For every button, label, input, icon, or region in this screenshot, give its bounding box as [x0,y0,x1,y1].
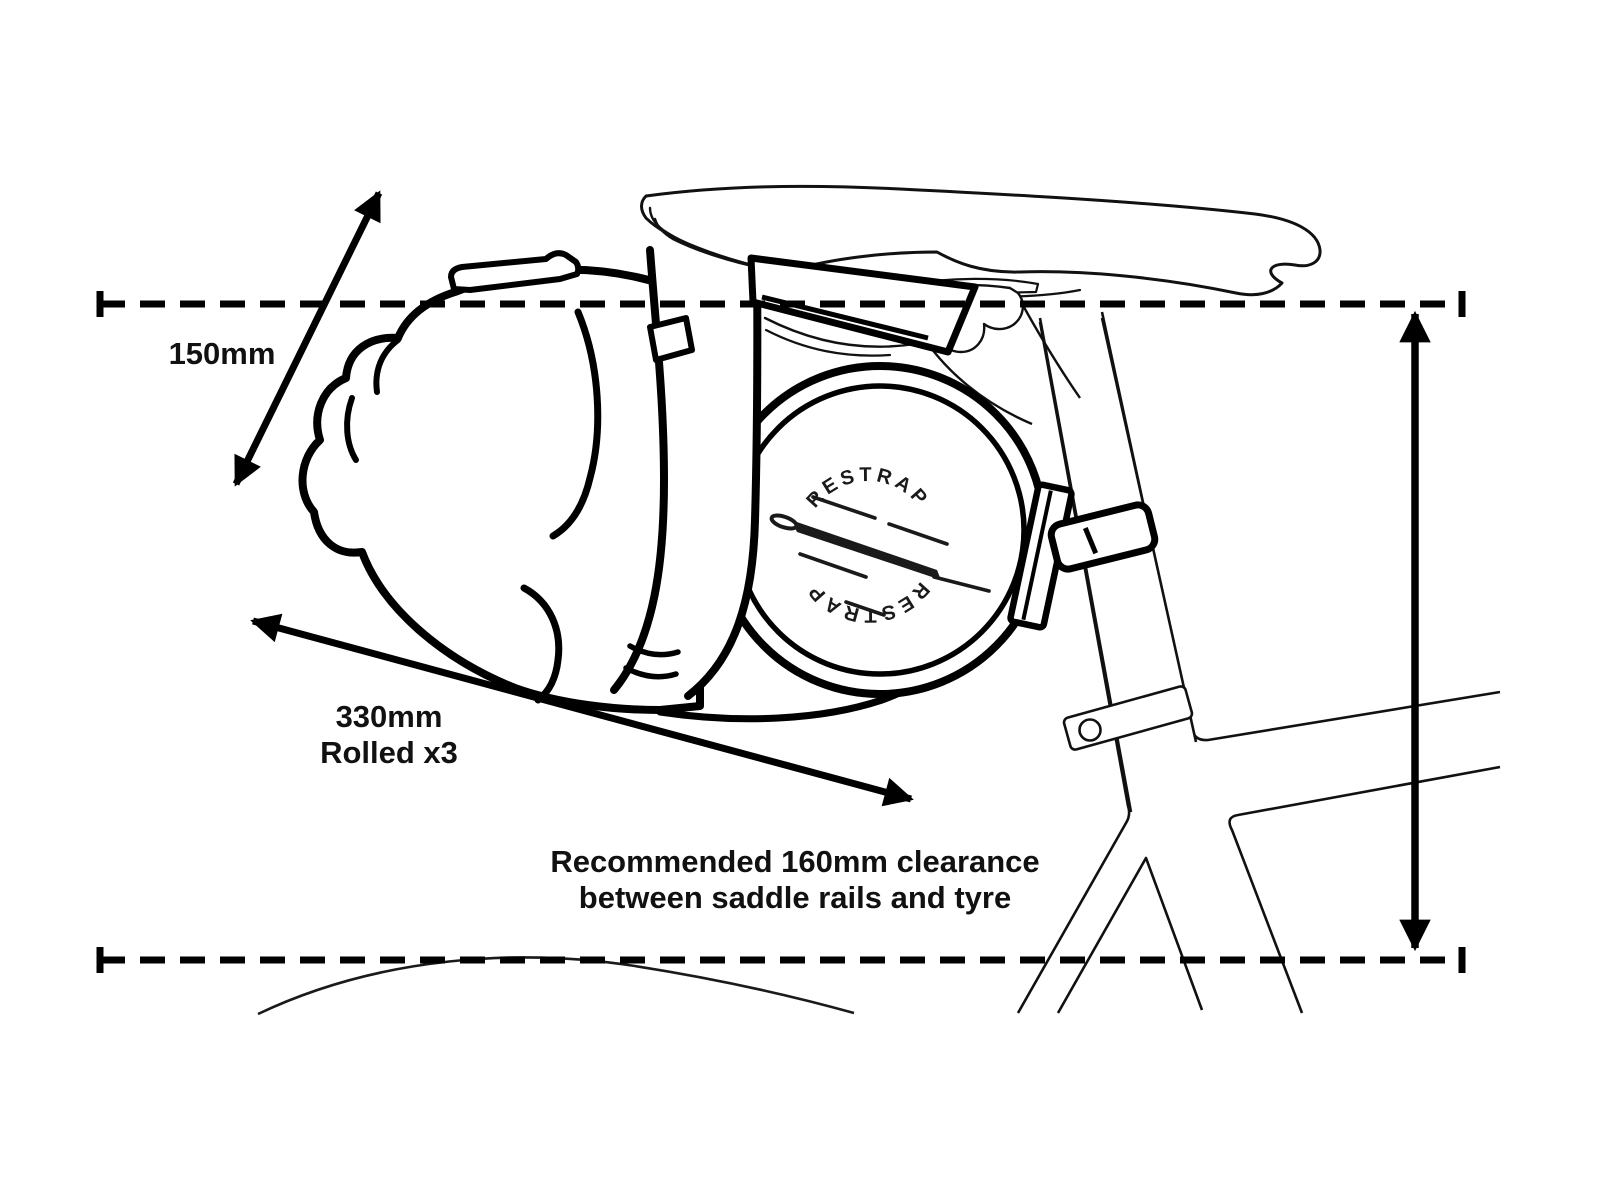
bag-fold-line [549,308,602,540]
needle-icon [769,495,991,617]
seat-stay-outer [1016,321,1131,1014]
height-dimension-arrow [232,190,383,487]
strap-keeper-loop [647,315,695,363]
seatpost-head-flare [1018,299,1081,399]
label-rolled-x3: Rolled x3 [320,735,458,770]
rear-tyre-arc [257,956,855,1016]
label-clearance-line1: Recommended 160mm clearance [550,844,1039,879]
top-clearance-dashline [96,291,1466,317]
bottom-clearance-dashline [96,947,1466,973]
seat-tube-rear-and-top-tube-bottom [1228,765,1501,1014]
seat-stay-inner-and-seat-tube [1056,856,1204,1014]
bag-drum [712,362,1048,698]
label-clearance-line2: between saddle rails and tyre [579,880,1011,915]
seatpost-strap-buckle [1007,481,1159,631]
length-dimension-arrow [250,613,914,807]
label-330mm: 330mm [336,699,443,734]
collar-bolt [1078,718,1102,742]
label-150mm: 150mm [169,336,276,371]
strap-end-tab [448,250,582,293]
strap-top-hardware [448,250,695,363]
saddle-shell-line [653,217,764,270]
saddle-rail [764,328,892,357]
seatpost-collar [1062,685,1194,751]
